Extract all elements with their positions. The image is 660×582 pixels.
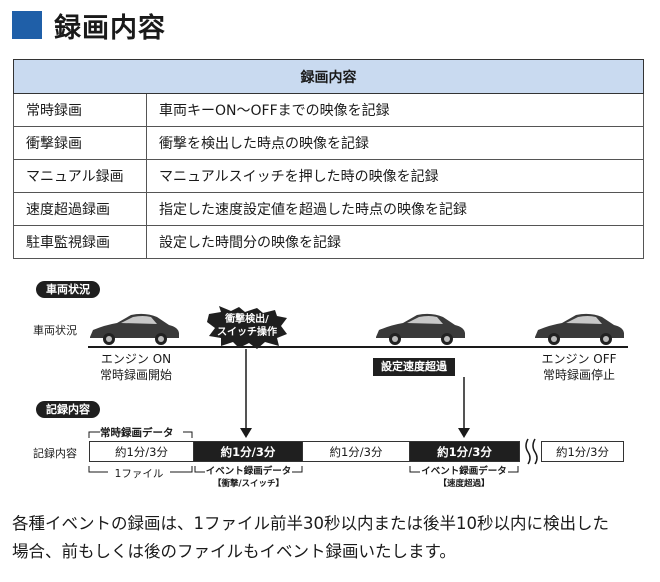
recording-table: 録画内容 常時録画 車両キーON～OFFまでの映像を記録 衝撃録画 衝撃を検出し…: [13, 59, 644, 259]
engine-off-text: エンジン OFF: [541, 352, 617, 366]
page-title: 録画内容: [12, 8, 166, 44]
desc-cell: 衝撃を検出した時点の映像を記録: [146, 126, 644, 160]
engine-on-label: エンジン ON 常時録画開始: [82, 351, 190, 383]
segment-continuous: 約1分/3分: [302, 441, 410, 462]
page-title-text: 録画内容: [54, 12, 166, 44]
event-data-speed-label: イベント録画データ 【速度超過】: [420, 465, 508, 491]
vehicle-status-pill: 車両状況: [36, 281, 100, 298]
continuous-data-label: 常時録画データ: [100, 427, 174, 439]
vehicle-status-label: 車両状況: [33, 324, 77, 337]
car-icon: [90, 313, 179, 345]
table-header: 録画内容: [13, 59, 644, 94]
footer-note: 各種イベントの録画は、1ファイル前半30秒以内または後半10秒以内に検出した 場…: [12, 510, 652, 566]
one-file-label: 1ファイル: [114, 468, 164, 480]
speed-trigger-box: 設定速度超過: [373, 358, 455, 376]
engine-off-label: エンジン OFF 常時録画停止: [525, 351, 633, 383]
mode-cell: 駐車監視録画: [13, 225, 147, 259]
vehicle-timeline-line: [88, 346, 628, 348]
impact-burst-icon: [207, 306, 287, 349]
table-row: 衝撃録画 衝撃を検出した時点の映像を記録: [13, 126, 644, 160]
engine-on-text: エンジン ON: [100, 352, 172, 366]
mode-cell: 常時録画: [13, 93, 147, 127]
mode-cell: マニュアル録画: [13, 159, 147, 193]
title-square-icon: [12, 11, 42, 39]
event-data-speed-sub: 【速度超過】: [438, 479, 490, 489]
event-data-impact-label: イベント録画データ 【衝撃/スイッチ】: [205, 465, 292, 491]
segment-continuous: 約1分/3分: [541, 441, 624, 462]
table-row: マニュアル録画 マニュアルスイッチを押した時の映像を記録: [13, 159, 644, 193]
event-data-impact-sub: 【衝撃/スイッチ】: [212, 479, 285, 489]
mode-cell: 衝撃録画: [13, 126, 147, 160]
segment-continuous: 約1分/3分: [89, 441, 194, 462]
event-data-speed-text: イベント録画データ: [421, 466, 507, 477]
table-row: 速度超過録画 指定した速度設定値を超過した時点の映像を記録: [13, 192, 644, 226]
event-trigger-line2: スイッチ操作: [217, 327, 277, 338]
footer-line1: 各種イベントの録画は、1ファイル前半30秒以内または後半10秒以内に検出した: [12, 514, 609, 533]
mode-cell: 速度超過録画: [13, 192, 147, 226]
record-content-pill: 記録内容: [36, 401, 100, 418]
car-icon: [376, 313, 465, 345]
event-trigger-line1: 衝撃検出/: [225, 314, 269, 325]
desc-cell: 指定した速度設定値を超過した時点の映像を記録: [146, 192, 644, 226]
segment-event-speed: 約1分/3分: [409, 441, 520, 462]
table-row: 駐車監視録画 設定した時間分の映像を記録: [13, 225, 644, 259]
desc-cell: 設定した時間分の映像を記録: [146, 225, 644, 259]
engine-off-sub: 常時録画停止: [542, 368, 615, 382]
record-content-label: 記録内容: [33, 447, 77, 460]
engine-on-sub: 常時録画開始: [99, 368, 172, 382]
event-data-impact-text: イベント録画データ: [205, 466, 292, 477]
car-icon: [535, 313, 624, 345]
footer-line2: 場合、前もしくは後のファイルもイベント録画いたします。: [12, 542, 456, 561]
event-trigger-label: 衝撃検出/ スイッチ操作: [207, 313, 287, 339]
segment-event-impact: 約1分/3分: [193, 441, 303, 462]
